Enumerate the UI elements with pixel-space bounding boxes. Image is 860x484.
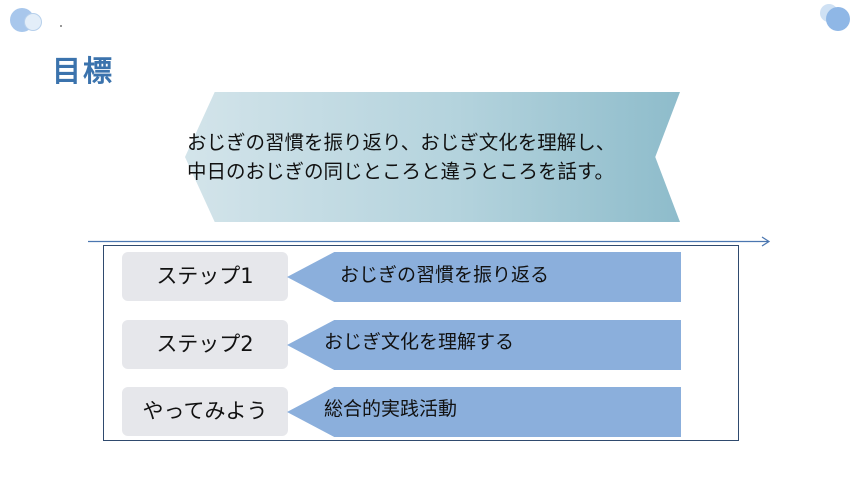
page-title: 目標 — [52, 54, 115, 88]
objective-line-2: 中日のおじぎの同じところと違うところを話す。 — [187, 160, 615, 183]
decor-bubble-left-small — [24, 13, 42, 31]
objective-line-1: おじぎの習慣を振り返り、おじぎ文化を理解し、 — [187, 131, 616, 154]
step-1-text: おじぎの習慣を振り返る — [340, 264, 550, 286]
step-1-arrow-bar — [287, 252, 681, 302]
step-2-arrow-bar — [287, 320, 681, 370]
step-2-label[interactable]: ステップ2 — [122, 320, 288, 369]
step-3-arrow-bar — [287, 387, 681, 437]
step-2-text: おじぎ文化を理解する — [324, 331, 515, 353]
objective-banner — [185, 92, 680, 222]
step-3-label[interactable]: やってみよう — [122, 387, 288, 436]
steps-frame — [103, 245, 739, 441]
decor-bubble-right-large — [826, 7, 850, 31]
decor-dot — [60, 25, 62, 27]
step-3-text: 総合的実践活動 — [324, 398, 458, 420]
objective-text: おじぎの習慣を振り返り、おじぎ文化を理解し、 中日のおじぎの同じところと違うとこ… — [187, 128, 667, 186]
step-1-label[interactable]: ステップ1 — [122, 252, 288, 301]
